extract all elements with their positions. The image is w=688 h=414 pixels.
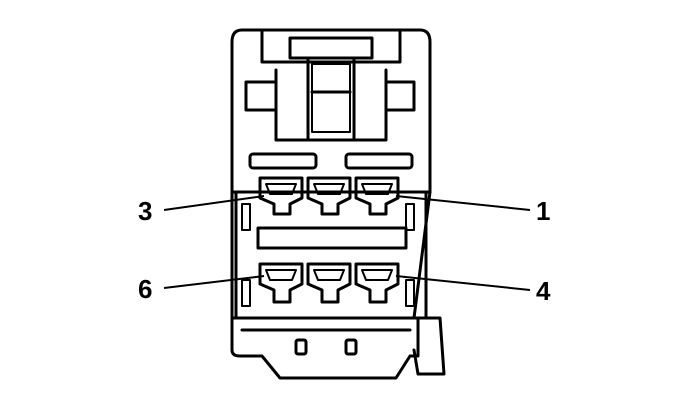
pin-label-1: 1: [536, 196, 550, 226]
pin-label-6: 6: [138, 274, 152, 304]
leader-line-pin-3: [163, 195, 265, 211]
terminal-cavity-pin-2: [306, 176, 352, 216]
leader-line-pin-4: [395, 275, 531, 291]
connector-bottom-shroud: [230, 316, 446, 380]
pin-label-4: 4: [536, 276, 551, 306]
leader-line-pin-1: [395, 195, 531, 211]
terminal-cavity-pin-1: [354, 176, 400, 216]
pin-label-3: 3: [138, 196, 152, 226]
terminal-cavity-pin-5: [306, 262, 352, 304]
connector-lower-housing: [230, 190, 432, 320]
terminal-row-bottom: [258, 262, 400, 304]
terminal-row-top: [258, 176, 400, 216]
terminal-cavity-pin-3: [258, 176, 304, 216]
leader-line-pin-6: [163, 275, 265, 289]
connector-upper-housing: [230, 28, 432, 194]
terminal-cavity-pin-4: [354, 262, 400, 304]
terminal-cavity-pin-6: [258, 262, 304, 304]
